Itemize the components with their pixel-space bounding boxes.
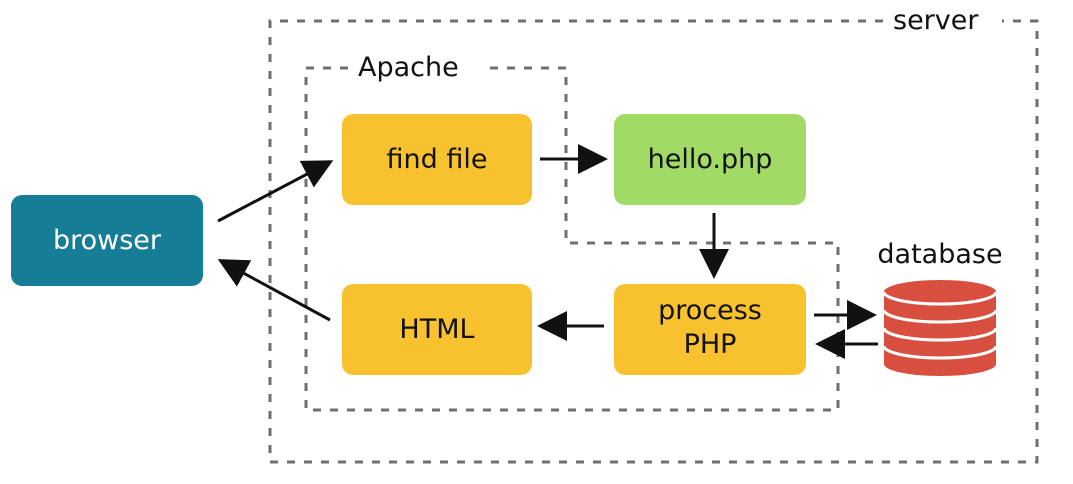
html-node: HTML xyxy=(342,284,532,375)
browser-node-box xyxy=(11,195,203,286)
database-icon-ring-2 xyxy=(882,309,998,324)
database-icon-ring-1 xyxy=(882,291,998,306)
html-node-box xyxy=(342,284,532,375)
database-node: database xyxy=(877,239,1003,376)
browser-node: browser xyxy=(11,195,203,286)
process-php-node: process PHP xyxy=(614,284,806,375)
html-node-label: HTML xyxy=(399,314,474,345)
find-file-node-label: find file xyxy=(387,144,488,175)
database-icon-bottom xyxy=(884,352,996,376)
browser-node-label: browser xyxy=(53,225,162,256)
apache-region-label: Apache xyxy=(358,52,459,83)
hello-php-node-label: hello.php xyxy=(648,144,773,175)
find-file-node-box xyxy=(342,114,532,205)
apache-region: Apache xyxy=(304,52,840,412)
process-php-node-label-line1: process xyxy=(658,295,762,326)
process-php-node-label-line2: PHP xyxy=(684,329,737,360)
database-node-label: database xyxy=(877,239,1002,270)
database-icon-ring-3 xyxy=(882,327,998,342)
database-icon-top xyxy=(884,280,996,304)
database-icon-ring-4 xyxy=(882,345,998,360)
server-region-border xyxy=(268,19,1039,464)
arrows xyxy=(217,144,878,359)
find-file-node: find file xyxy=(342,114,532,205)
hello-php-node: hello.php xyxy=(614,114,806,205)
server-region-label: server xyxy=(893,5,979,36)
arrow-browser-to-find-file xyxy=(217,160,334,223)
process-php-node-box xyxy=(614,284,806,375)
arrow-html-to-browser xyxy=(217,259,331,322)
apache-region-border xyxy=(304,66,840,412)
database-icon xyxy=(882,280,998,376)
server-region: server xyxy=(268,5,1039,464)
hello-php-node-box xyxy=(614,114,806,205)
